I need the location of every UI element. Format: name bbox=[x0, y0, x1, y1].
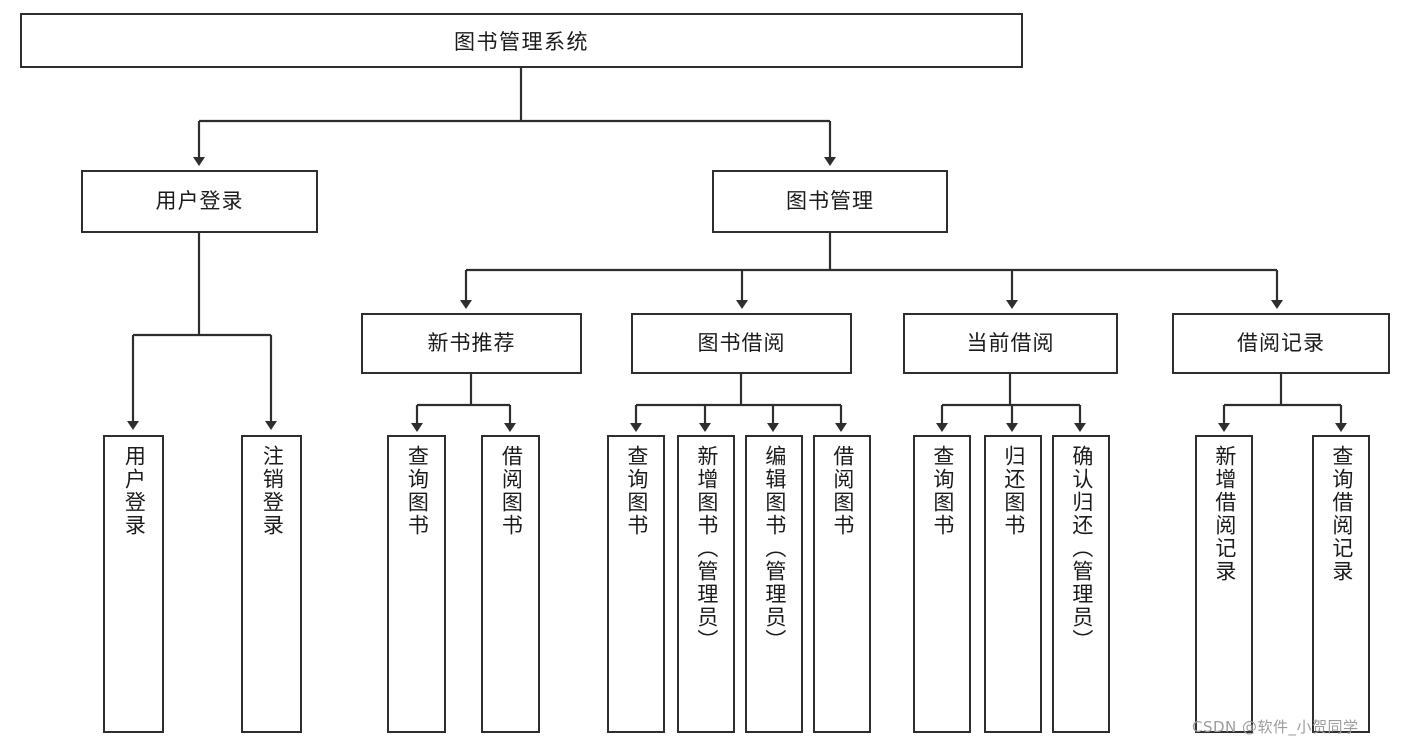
leaf-current-borrow-confirm[interactable]: 确认归还（管理员） bbox=[1052, 435, 1110, 733]
node-label: 查询图书 bbox=[624, 445, 649, 537]
node-label: 查询图书 bbox=[930, 445, 955, 537]
node-label: 新增图书（管理员） bbox=[694, 445, 719, 652]
node-label: 图书借阅 bbox=[697, 330, 786, 355]
node-new-book-recommend[interactable]: 新书推荐 bbox=[361, 313, 582, 374]
leaf-borrow-record-add[interactable]: 新增借阅记录 bbox=[1195, 435, 1253, 733]
leaf-book-borrow-query[interactable]: 查询图书 bbox=[607, 435, 665, 733]
node-book-management[interactable]: 图书管理 bbox=[712, 170, 948, 233]
leaf-user-login-login[interactable]: 用户登录 bbox=[103, 435, 164, 733]
leaf-current-borrow-query[interactable]: 查询图书 bbox=[913, 435, 971, 733]
node-label: 确认归还（管理员） bbox=[1069, 445, 1094, 652]
leaf-book-borrow-add[interactable]: 新增图书（管理员） bbox=[677, 435, 735, 733]
node-user-login[interactable]: 用户登录 bbox=[81, 170, 318, 233]
node-label: 查询图书 bbox=[405, 445, 430, 537]
leaf-current-borrow-return[interactable]: 归还图书 bbox=[984, 435, 1042, 733]
node-label: 图书管理系统 bbox=[454, 29, 589, 54]
node-borrow-record[interactable]: 借阅记录 bbox=[1172, 313, 1390, 374]
node-root-system[interactable]: 图书管理系统 bbox=[20, 13, 1023, 68]
node-label: 新增借阅记录 bbox=[1212, 445, 1237, 583]
node-label: 借阅图书 bbox=[499, 445, 524, 537]
node-label: 查询借阅记录 bbox=[1329, 445, 1354, 583]
leaf-book-borrow-edit[interactable]: 编辑图书（管理员） bbox=[745, 435, 803, 733]
leaf-borrow-record-query[interactable]: 查询借阅记录 bbox=[1312, 435, 1370, 733]
node-current-borrow[interactable]: 当前借阅 bbox=[903, 313, 1118, 374]
leaf-user-login-logout[interactable]: 注销登录 bbox=[241, 435, 302, 733]
node-label: 用户登录 bbox=[155, 188, 244, 213]
node-label: 借阅记录 bbox=[1237, 330, 1325, 355]
node-label: 用户登录 bbox=[122, 445, 147, 537]
node-label: 归还图书 bbox=[1001, 445, 1026, 537]
node-label: 图书管理 bbox=[786, 188, 874, 213]
leaf-new-book-borrow[interactable]: 借阅图书 bbox=[481, 435, 540, 733]
node-label: 新书推荐 bbox=[427, 330, 516, 355]
leaf-book-borrow-lend[interactable]: 借阅图书 bbox=[813, 435, 871, 733]
node-label: 借阅图书 bbox=[830, 445, 855, 537]
leaf-new-book-query[interactable]: 查询图书 bbox=[387, 435, 446, 733]
node-label: 当前借阅 bbox=[966, 330, 1055, 355]
node-book-borrow[interactable]: 图书借阅 bbox=[631, 313, 852, 374]
csdn-watermark: CSDN @软件_小贺同学 bbox=[1192, 718, 1359, 736]
node-label: 编辑图书（管理员） bbox=[762, 445, 787, 652]
node-label: 注销登录 bbox=[260, 445, 285, 537]
